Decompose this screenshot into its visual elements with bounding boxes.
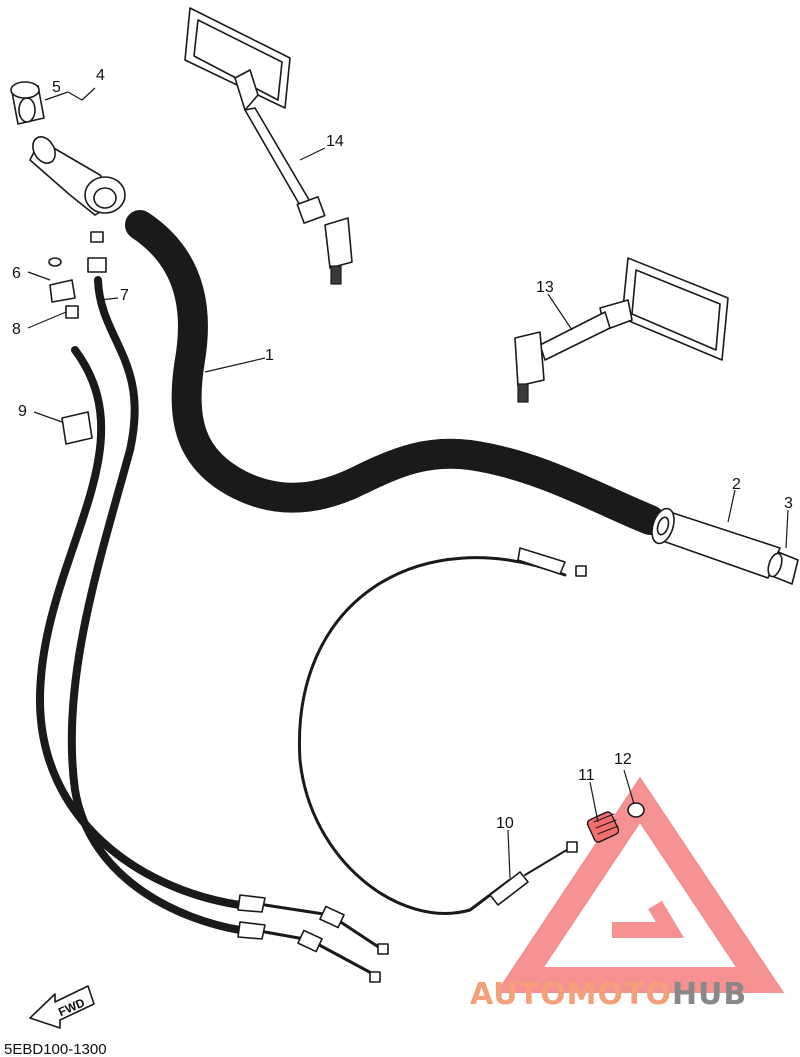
callout-2: 2 <box>732 476 741 493</box>
callout-numbers: 1 2 3 4 5 6 7 8 9 10 11 12 13 14 <box>12 67 793 832</box>
clutch-cable-10 <box>297 547 587 915</box>
callout-9: 9 <box>18 403 27 420</box>
leader-lines <box>27 87 789 879</box>
callout-8: 8 <box>12 321 21 338</box>
bolt-8 <box>65 305 79 319</box>
callout-12: 12 <box>614 751 632 768</box>
callout-11: 11 <box>578 767 595 784</box>
fwd-arrow-icon: FWD <box>29 985 95 1029</box>
diagram-code: 5EBD100-1300 <box>4 1041 107 1057</box>
clamp-9 <box>61 411 93 445</box>
right-grip <box>651 507 781 579</box>
callout-5: 5 <box>52 79 61 96</box>
cable-adjuster-11 <box>586 811 620 843</box>
right-mirror <box>514 257 729 403</box>
grip-end-cap-left <box>10 81 45 125</box>
callout-13: 13 <box>536 279 554 296</box>
callout-1: 1 <box>265 347 274 364</box>
handlebar <box>125 210 665 535</box>
throttle-cables <box>36 276 389 983</box>
callout-10: 10 <box>496 815 514 832</box>
callout-4: 4 <box>96 67 105 84</box>
svg-text:AUTOMOTOHUB: AUTOMOTOHUB <box>470 977 747 1012</box>
watermark-brand-part1: AUTOMOTO <box>470 977 672 1012</box>
left-grip-throttle <box>29 136 126 216</box>
callout-14: 14 <box>326 133 344 150</box>
callout-7: 7 <box>120 287 129 304</box>
watermark-brand-part2: HUB <box>672 977 747 1012</box>
throttle-cable-fitting-7 <box>87 231 107 273</box>
callout-3: 3 <box>784 495 793 512</box>
watermark-text: AUTOMOTOHUB <box>470 977 747 1012</box>
locknut-12 <box>627 802 645 818</box>
left-mirror <box>184 7 353 285</box>
watermark-logo <box>495 776 785 993</box>
grip-end-cap-right <box>767 551 799 585</box>
callout-6: 6 <box>12 265 21 282</box>
cable-guide-6 <box>48 257 76 303</box>
